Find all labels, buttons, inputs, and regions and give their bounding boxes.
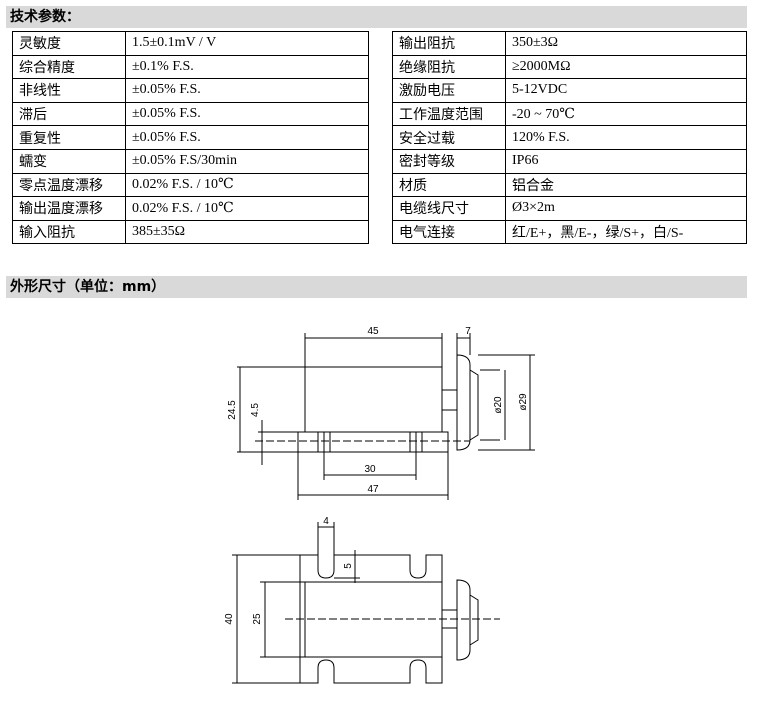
specs-section-title: 技术参数： [6, 6, 747, 28]
spec-label: 电气连接 [392, 219, 506, 245]
spec-value: ±0.05% F.S. [125, 78, 369, 103]
spec-label: 密封等级 [392, 148, 506, 174]
spec-label: 电缆线尺寸 [392, 196, 506, 221]
spec-value: 0.02% F.S. / 10℃ [125, 196, 369, 221]
dim-slot-depth: 5 [343, 563, 354, 569]
spec-row: 综合精度±0.1% F.S. [12, 54, 369, 80]
spec-value: ±0.05% F.S. [125, 101, 369, 127]
side-flange [297, 431, 449, 453]
dims-section-title: 外形尺寸（单位：mm） [6, 276, 747, 298]
spec-row: 非线性±0.05% F.S. [12, 78, 369, 103]
spec-value: Ø3×2m [505, 196, 747, 221]
spec-value: 红/E+，黑/E-，绿/S+，白/S- [505, 219, 747, 245]
spec-label: 材质 [392, 172, 506, 198]
spec-row: 绝缘阻抗≥2000MΩ [392, 54, 747, 80]
spec-label: 工作温度范围 [392, 101, 506, 127]
spec-row: 蠕变±0.05% F.S/30min [12, 148, 369, 174]
side-cap [456, 354, 471, 451]
dimension-drawing: 45 7 24.5 4.5 ø20 ø29 30 47 4 5 40 25 [224, 326, 535, 684]
side-body [304, 366, 443, 433]
dim-width-total: 40 [224, 613, 235, 625]
top-body [299, 554, 443, 684]
spec-value: ±0.1% F.S. [125, 54, 369, 80]
spec-label: 安全过载 [392, 125, 506, 150]
spec-value: 120% F.S. [505, 125, 747, 150]
spec-label: 激励电压 [392, 78, 506, 103]
spec-value: -20 ~ 70℃ [505, 101, 747, 127]
spec-label: 综合精度 [12, 54, 126, 80]
side-gland [441, 389, 458, 411]
dim-width-inner: 25 [252, 613, 263, 625]
dim-flange-height: 4.5 [250, 403, 261, 417]
spec-value: ≥2000MΩ [505, 54, 747, 80]
dim-dia-inner: ø20 [493, 396, 504, 414]
dim-dia-outer: ø29 [518, 393, 529, 411]
spec-label: 重复性 [12, 125, 126, 150]
spec-value: 0.02% F.S. / 10℃ [125, 172, 369, 198]
spec-value: ±0.05% F.S/30min [125, 148, 369, 174]
spec-value: 5-12VDC [505, 78, 747, 103]
spec-row: 电气连接红/E+，黑/E-，绿/S+，白/S- [392, 219, 747, 245]
spec-label: 非线性 [12, 78, 126, 103]
spec-label: 灵敏度 [12, 31, 126, 56]
spec-label: 滞后 [12, 101, 126, 127]
spec-value: 385±35Ω [125, 219, 369, 245]
spec-value: 350±3Ω [505, 31, 747, 56]
spec-row: 材质铝合金 [392, 172, 747, 198]
dim-base-length: 47 [367, 484, 379, 495]
dim-slot-width: 4 [323, 516, 329, 527]
spec-value: 1.5±0.1mV / V [125, 31, 369, 56]
dim-hole-spacing: 30 [364, 464, 376, 475]
spec-label: 输入阻抗 [12, 219, 126, 245]
spec-label: 输出阻抗 [392, 31, 506, 56]
spec-row: 滞后±0.05% F.S. [12, 101, 369, 127]
spec-row: 工作温度范围-20 ~ 70℃ [392, 101, 747, 127]
spec-label: 蠕变 [12, 148, 126, 174]
dim-cap-width: 7 [465, 326, 471, 337]
top-cap [456, 579, 471, 661]
spec-value: 铝合金 [505, 172, 747, 198]
spec-label: 绝缘阻抗 [392, 54, 506, 80]
spec-value: IP66 [505, 148, 747, 174]
spec-label: 零点温度漂移 [12, 172, 126, 198]
spec-label: 输出温度漂移 [12, 196, 126, 221]
spec-row: 重复性±0.05% F.S. [12, 125, 369, 150]
dim-height-total: 24.5 [227, 400, 238, 420]
dim-top-length: 45 [367, 326, 379, 337]
spec-value: ±0.05% F.S. [125, 125, 369, 150]
